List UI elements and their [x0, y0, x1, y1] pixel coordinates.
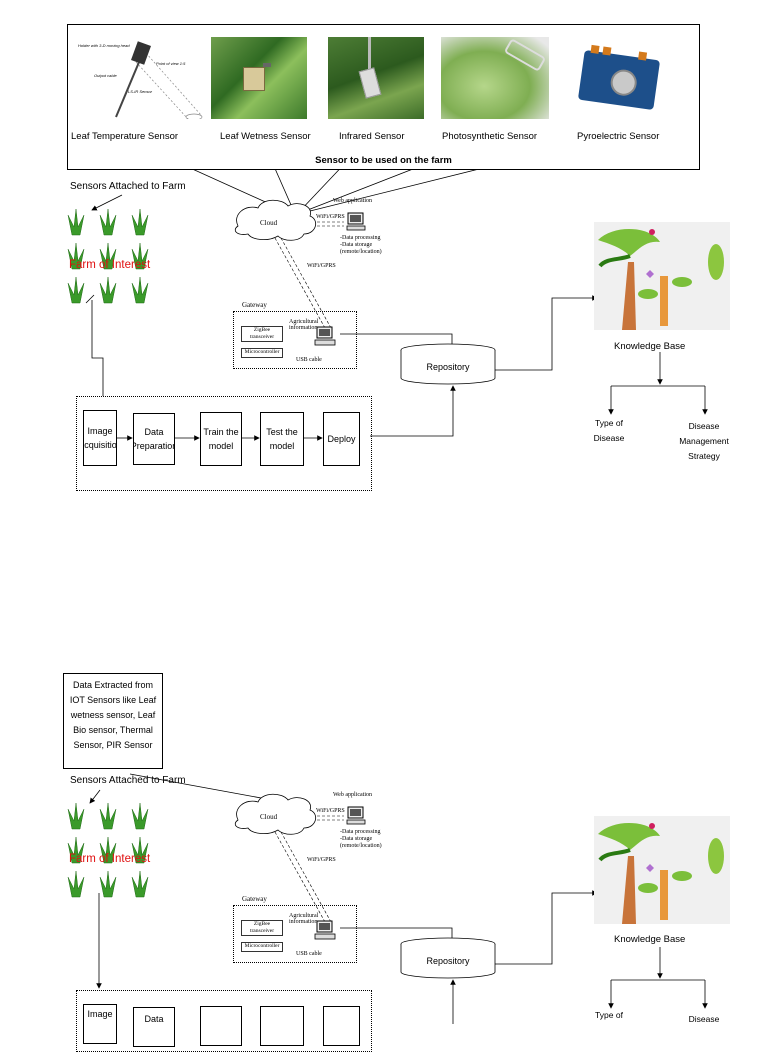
pipeline-box — [76, 396, 372, 491]
gateway-label-bottom: Gateway — [242, 895, 267, 903]
wifi-gprs-vertical-label: WiFi/GPRS — [307, 263, 336, 269]
svg-text:Output cable: Output cable — [94, 73, 117, 78]
gateway-box-bottom — [233, 905, 357, 963]
infrared-sensor-photo — [328, 37, 424, 119]
pipeline-train-model: Train the model — [200, 412, 242, 466]
zigbee-transceiver-box-bottom: ZigBee transceiver — [241, 920, 283, 936]
cloud-label-bottom: Cloud — [260, 813, 278, 821]
svg-text:Holder with 3-D moving head: Holder with 3-D moving head — [78, 43, 130, 48]
pipeline-image-acquisition-bottom: Image — [83, 1004, 117, 1044]
web-application-label: Web application — [333, 198, 373, 204]
zigbee-transceiver-box: ZigBee transceiver — [241, 326, 283, 342]
wifi-gprs-top-label-bottom: WiFi/GPRS — [316, 808, 345, 814]
sensor-label-infrared: Infrared Sensor — [339, 131, 405, 142]
web-computer-icon — [346, 212, 366, 231]
sensor-label-pyroelectric: Pyroelectric Sensor — [577, 131, 660, 142]
leaf-temperature-sensor-photo: Holder with 3-D moving head Point of vie… — [78, 41, 203, 119]
data-processing-label: -Data processing — [340, 235, 381, 241]
data-storage-label: -Data storage — [340, 242, 373, 248]
agricultural-information-label-bottom: Agricultural information — [289, 913, 319, 925]
cloud-label: Cloud — [260, 219, 278, 227]
pipeline-deploy-bottom — [323, 1006, 360, 1046]
leaf-wetness-sensor-photo — [211, 37, 307, 119]
gateway-label: Gateway — [242, 301, 267, 309]
data-extracted-note: Data Extracted from IOT Sensors like Lea… — [63, 673, 163, 769]
web-computer-icon-bottom — [346, 806, 366, 825]
bottom-connectors — [89, 773, 708, 1024]
remote-location-label: (remote/location) — [340, 249, 382, 255]
type-of-disease-label: Type of Disease — [593, 418, 625, 443]
pipeline-deploy: Deploy — [323, 412, 360, 466]
sensor-label-leaf-wetness: Leaf Wetness Sensor — [220, 131, 311, 142]
pipeline-test-model-bottom — [260, 1006, 304, 1046]
sensor-label-photosynthetic: Photosynthetic Sensor — [442, 131, 538, 142]
pipeline-data-preparation-bottom: Data — [133, 1007, 175, 1047]
disease-management-label-bottom: Disease — [688, 1014, 720, 1024]
farm-of-interest-label: Farm of Interest — [69, 259, 151, 271]
type-of-disease-label-bottom: Type of — [595, 1010, 623, 1020]
repository-label-bottom: Repository — [426, 956, 470, 966]
sensors-attached-label: Sensors Attached to Farm — [70, 181, 186, 192]
pipeline-train-model-bottom — [200, 1006, 242, 1046]
knowledge-base-label-bottom: Knowledge Base — [614, 934, 686, 945]
repository-label: Repository — [426, 362, 470, 372]
disease-management-label: Disease Management Strategy — [679, 421, 729, 461]
microcontroller-box: Microcontroller — [241, 348, 283, 358]
svg-text:LS-IR Sensor: LS-IR Sensor — [128, 89, 153, 94]
farm-plants-image — [67, 208, 149, 304]
wifi-gprs-top-label: WiFi/GPRS — [316, 214, 345, 220]
microcontroller-box-bottom: Microcontroller — [241, 942, 283, 952]
agricultural-information-label: Agricultural information — [289, 319, 319, 331]
pipeline-data-preparation: Data Preparation — [133, 413, 175, 465]
sensor-panel: Holder with 3-D moving head Point of vie… — [67, 24, 700, 170]
knowledge-base-image — [594, 222, 730, 330]
photosynthetic-sensor-photo — [441, 37, 549, 119]
sensors-attached-label-bottom: Sensors Attached to Farm — [70, 775, 186, 786]
farm-of-interest-label-bottom: Farm of Interest — [69, 853, 151, 865]
usb-cable-label: USB cable — [296, 357, 322, 363]
wifi-gprs-vertical-label-bottom: WiFi/GPRS — [307, 857, 336, 863]
knowledge-base-image-bottom — [594, 816, 730, 924]
data-storage-label-bottom: -Data storage — [340, 836, 373, 842]
top-connectors — [91, 138, 708, 441]
svg-text:Point of view 1:5: Point of view 1:5 — [156, 61, 186, 66]
web-application-label-bottom: Web application — [333, 792, 373, 798]
gateway-box — [233, 311, 357, 369]
pipeline-image-acquisition: Image Acquisition — [83, 410, 117, 466]
remote-location-label-bottom: (remote/location) — [340, 843, 382, 849]
usb-cable-label-bottom: USB cable — [296, 951, 322, 957]
pipeline-test-model: Test the model — [260, 412, 304, 466]
farm-plants-image-bottom — [67, 802, 149, 898]
knowledge-base-label: Knowledge Base — [614, 341, 686, 352]
data-processing-label-bottom: -Data processing — [340, 829, 381, 835]
gateway-computer-icon-bottom — [314, 920, 336, 940]
sensor-panel-title: Sensor to be used on the farm — [315, 155, 452, 166]
gateway-computer-icon — [314, 326, 336, 346]
sensor-label-leaf-temperature: Leaf Temperature Sensor — [71, 131, 179, 142]
